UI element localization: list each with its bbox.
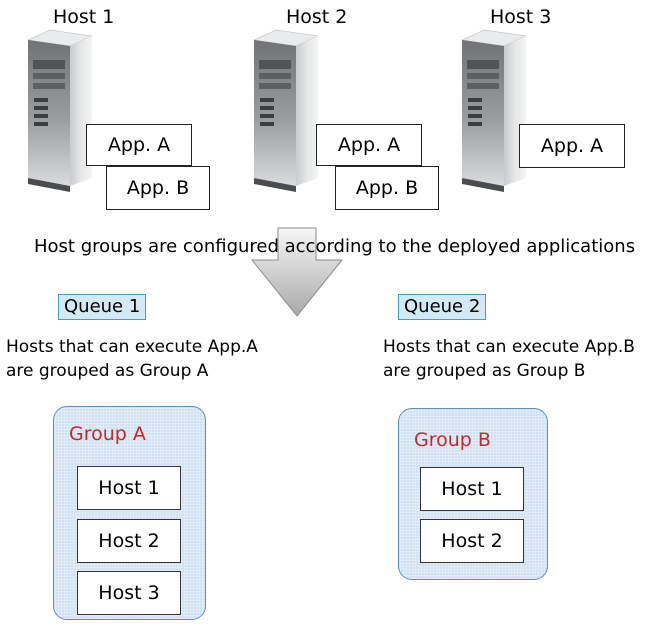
queue-1-description-line2: are grouped as Group A [6,361,209,381]
queue-2-description-line1: Hosts that can execute App.B [383,337,635,357]
host-2-app-a: App. A [316,124,422,166]
group-b-box: Group B Host 1 Host 2 [398,408,548,580]
host-3-app-a: App. A [519,124,625,168]
group-a-title: Group A [69,423,146,445]
host-2-label: Host 2 [286,6,348,28]
queue-2-description-line2: are grouped as Group B [383,361,586,381]
group-a-member-host-2: Host 2 [77,519,181,563]
queue-1-description-line1: Hosts that can execute App.A [6,337,258,357]
host-1-label: Host 1 [53,6,115,28]
queue-2-tag: Queue 2 [398,294,487,320]
group-a-member-host-1: Host 1 [77,466,181,510]
host-3-label: Host 3 [490,6,552,28]
group-b-title: Group B [414,429,491,451]
server-tower-icon [27,29,93,193]
server-tower-icon [461,29,527,193]
host-1-app-b: App. B [106,166,210,210]
group-b-member-host-1: Host 1 [420,467,524,511]
caption-text: Host groups are configured according to … [34,236,636,257]
down-arrow-icon [250,227,344,317]
queue-1-tag: Queue 1 [58,294,147,320]
host-2-app-b: App. B [335,166,439,210]
group-b-member-host-2: Host 2 [420,519,524,563]
server-tower-icon [253,29,319,193]
group-a-box: Group A Host 1 Host 2 Host 3 [53,406,206,620]
host-1-app-a: App. A [86,124,192,166]
group-a-member-host-3: Host 3 [77,571,181,615]
